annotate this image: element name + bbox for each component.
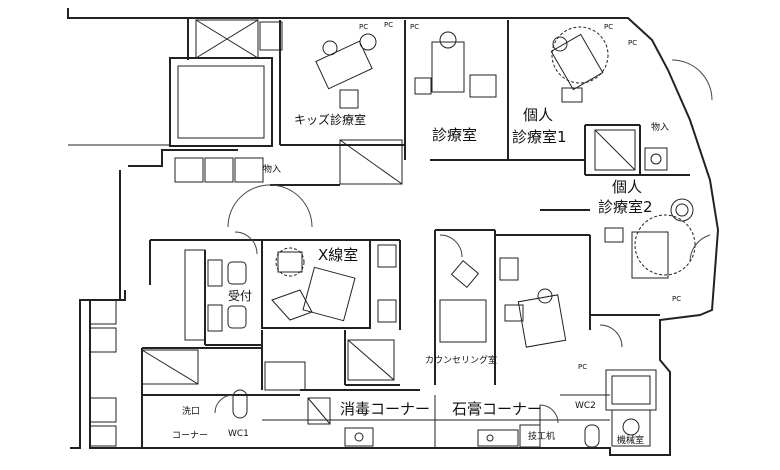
- pc-tag: PC: [672, 295, 682, 303]
- kids-room-label: キッズ診療室: [294, 113, 367, 127]
- door-swings: [214, 59, 713, 424]
- machine-room-label: 機械室: [617, 436, 645, 446]
- storage-label-top: 物入: [263, 165, 282, 175]
- reception-label: 受付: [228, 289, 253, 303]
- outer-walls: [67, 8, 720, 456]
- pc-tag: PC: [604, 23, 614, 31]
- pc-tag: PC: [359, 23, 369, 31]
- pc-tag: PC: [578, 363, 588, 371]
- dental-chair-counseling: [504, 288, 567, 348]
- waiting-benches: [89, 299, 117, 447]
- wash-corner-label-line1: 洗口: [182, 407, 201, 417]
- dental-chair-private2: [604, 198, 696, 279]
- lower-fixtures: [141, 339, 657, 448]
- top-cabinets: [174, 21, 668, 185]
- technician-desk-label: 技工机: [528, 432, 556, 442]
- pc-tag: PC: [384, 21, 394, 29]
- xray-room-label: X線室: [318, 246, 359, 264]
- private-room-1-label-line2: 診療室1: [512, 128, 567, 146]
- exam-room-label: 診療室: [432, 126, 478, 144]
- wc2-label: WC2: [575, 401, 596, 411]
- dental-chair-exam: [414, 31, 497, 98]
- top-room-walls: [270, 20, 690, 186]
- pc-tag: PC: [410, 23, 420, 31]
- private-room-2-label-line1: 個人: [612, 178, 643, 196]
- storage-label-right: 物入: [651, 123, 670, 133]
- wc1-label: WC1: [228, 429, 249, 439]
- private-room-2-label-line2: 診療室2: [598, 198, 653, 216]
- counseling-furniture: [439, 257, 519, 343]
- sterilization-corner-label: 消毒コーナー: [340, 400, 431, 418]
- pc-tag: PC: [628, 39, 638, 47]
- wash-corner-label-line2: コーナー: [172, 431, 209, 441]
- dental-chair-private1: [550, 26, 609, 103]
- counseling-room-label: カウンセリング室: [425, 356, 498, 366]
- dental-chair-kids: [315, 33, 377, 109]
- private-room-1-label-line1: 個人: [523, 106, 554, 124]
- plaster-corner-label: 石膏コーナー: [452, 400, 543, 418]
- stair-block: [68, 19, 273, 151]
- xray-equipment: [271, 244, 397, 323]
- reception-furniture: [184, 249, 247, 341]
